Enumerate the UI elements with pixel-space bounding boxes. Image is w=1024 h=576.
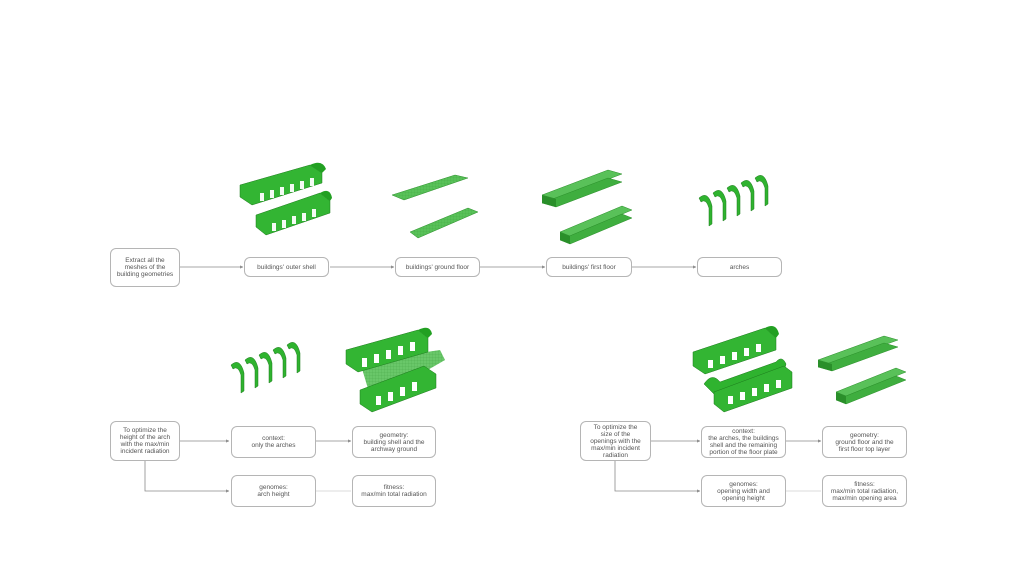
row2-connectors bbox=[144, 439, 352, 493]
first-floor-box: buildings' first floor bbox=[546, 257, 632, 277]
outer-shell-box: buildings' outer shell bbox=[244, 257, 329, 277]
row3-fitness-box: fitness: max/min total radiation, max/mi… bbox=[822, 475, 907, 507]
row3-objective-box: To optimize the size of the openings wit… bbox=[580, 421, 651, 461]
arches-box: arches bbox=[697, 257, 782, 277]
row2-genomes-box: genomes: arch height bbox=[231, 475, 316, 507]
row3-geometry-box: geometry: ground floor and the first flo… bbox=[822, 426, 907, 458]
outer-shell-graphic bbox=[239, 162, 332, 236]
first-floor-graphic bbox=[541, 169, 633, 245]
ground-floor-box: buildings' ground floor bbox=[395, 257, 480, 277]
row2-fitness-box: fitness: max/min total radiation bbox=[352, 475, 436, 507]
row2-geometry-box: geometry: building shell and the archway… bbox=[352, 426, 436, 458]
row2-shell-graphic bbox=[345, 327, 445, 413]
row3-genomes-box: genomes: opening width and opening heigh… bbox=[701, 475, 786, 507]
row2-context-box: context: only the arches bbox=[231, 426, 316, 458]
row3-floors-graphic bbox=[817, 335, 907, 405]
row2-objective-box: To optimize the height of the arch with … bbox=[110, 421, 180, 461]
arches-graphic bbox=[698, 175, 769, 227]
row3-connectors bbox=[614, 439, 822, 493]
row3-combined-graphic bbox=[692, 326, 793, 413]
ground-floor-graphic bbox=[391, 174, 479, 239]
row3-context-box: context: the arches, the buildings shell… bbox=[701, 426, 786, 458]
row2-arches-graphic bbox=[230, 342, 301, 394]
extract-meshes-box: Extract all the meshes of the building g… bbox=[110, 248, 180, 287]
